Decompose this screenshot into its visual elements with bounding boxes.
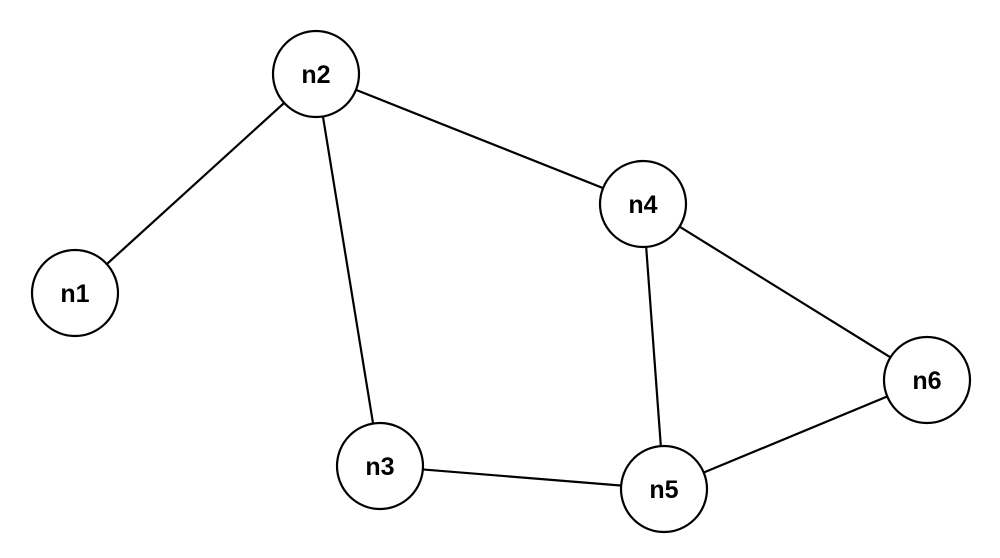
node-n1: n1 [30, 248, 120, 338]
edge-n4-n6 [642, 203, 928, 381]
node-n1-circle [30, 248, 120, 338]
node-n4-label: n4 [628, 191, 657, 219]
node-n3-circle [335, 421, 425, 511]
edge-n2-n4 [315, 72, 644, 206]
node-n5: n5 [619, 444, 709, 534]
node-n5-circle [619, 444, 709, 534]
node-n1-label: n1 [60, 280, 89, 308]
edge-n4-n5 [641, 203, 666, 490]
edge-n3-n5 [379, 464, 665, 491]
node-n6: n6 [882, 335, 972, 425]
node-n4-circle [598, 159, 688, 249]
node-n2: n2 [271, 29, 361, 119]
edges-layer [74, 72, 928, 491]
edge-n2-n3 [314, 73, 382, 467]
node-n3: n3 [335, 421, 425, 511]
node-n5-label: n5 [649, 476, 678, 504]
edge-n5-n6 [663, 378, 928, 491]
nodes-layer: n1 n2 n3 n4 n5 n6 [30, 29, 972, 534]
node-n2-circle [271, 29, 361, 119]
node-n4: n4 [598, 159, 688, 249]
edge-n1-n2 [74, 73, 317, 294]
node-n6-label: n6 [912, 367, 941, 395]
node-n6-circle [882, 335, 972, 425]
node-n2-label: n2 [301, 61, 330, 89]
node-n3-label: n3 [365, 453, 394, 481]
